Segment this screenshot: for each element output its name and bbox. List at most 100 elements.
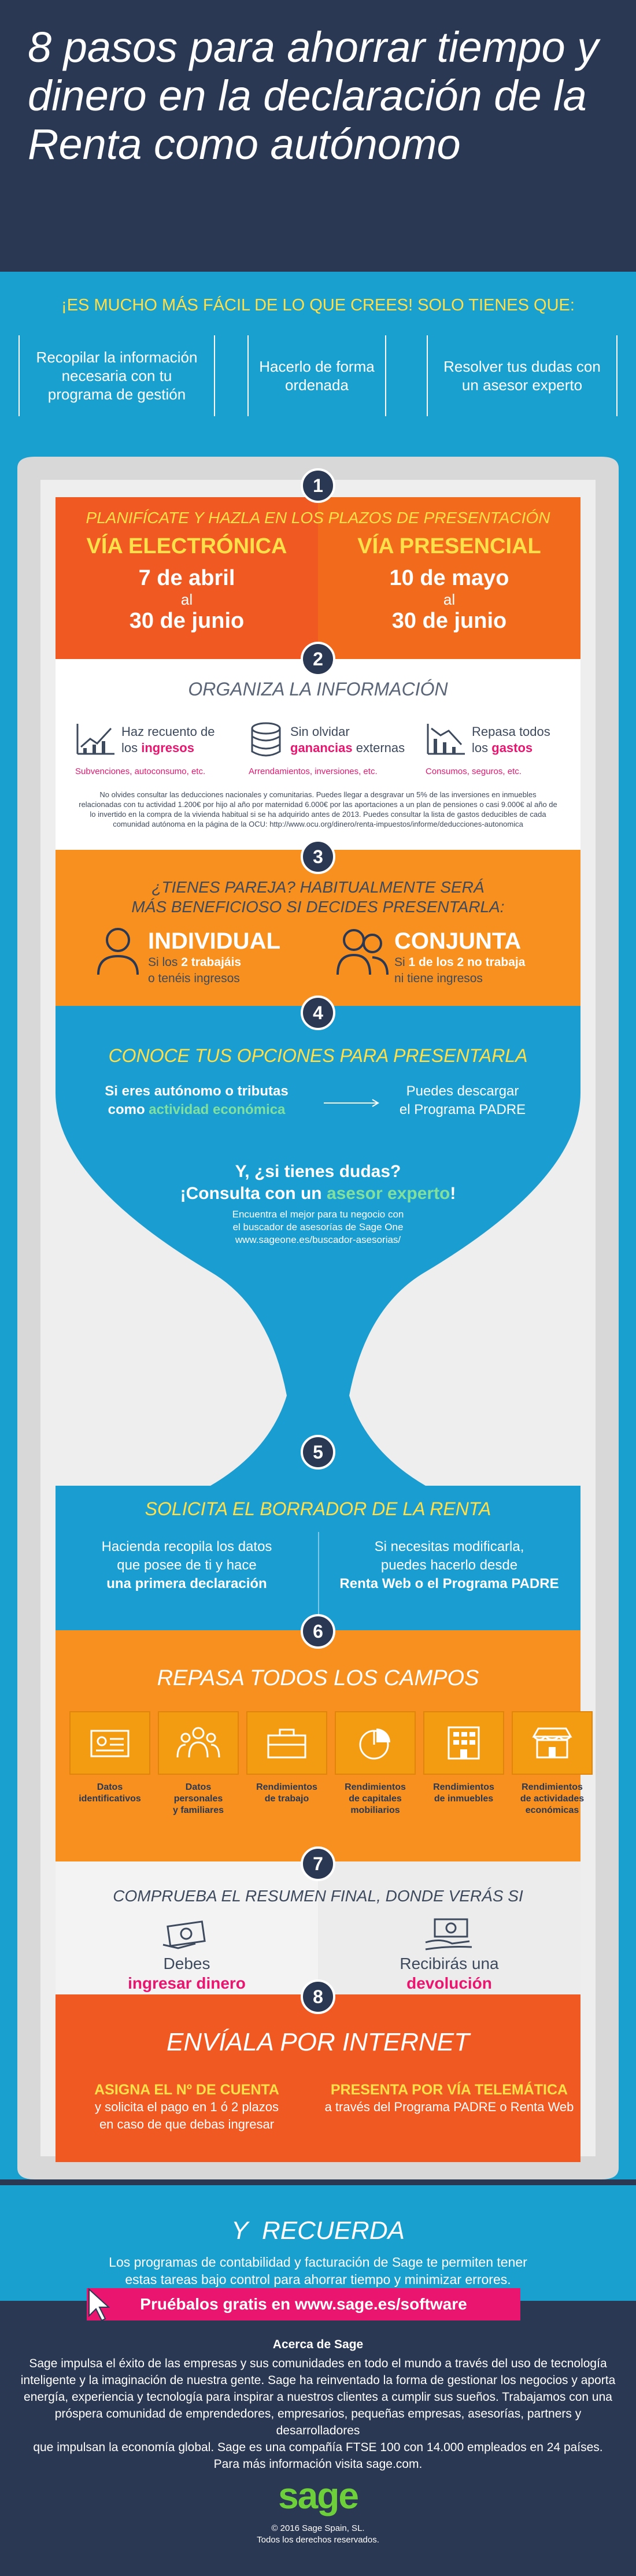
step3-right-l1a: Si [394,956,405,969]
step3-left-title: INDIVIDUAL [148,928,280,954]
cta-label: Pruébalos gratis en www.sage.es/software [140,2295,467,2313]
step1-right-al: al [443,591,456,608]
step2-badge: 2 [301,642,335,676]
step1-right-from: 10 de mayo [389,566,509,590]
step4-right: Puedes descargar el Programa PADRE [393,1082,532,1119]
family-icon [176,1727,220,1758]
intro-box-ordenada: Hacerlo de forma ordenada [247,335,386,416]
step3-heading-line1: ¿TIENES PAREJA? HABITUALMENTE SERÁ [151,878,485,896]
step6-field-label-line: de trabajo [264,1794,309,1804]
remember-t2: estas tareas bajo control para ahorrar t… [125,2272,511,2287]
step5-heading: SOLICITA EL BORRADOR DE LA RENTA [145,1498,491,1519]
pie-chart-icon [359,1729,390,1760]
step8-heading: ENVÍALA POR INTERNET [166,2028,470,2056]
step6-field-label-line: Rendimientos [522,1782,583,1792]
step4-finder: Encuentra el mejor para tu negocio con e… [56,1208,580,1246]
person-icon [97,928,139,975]
step3-left-l1a: Si los [148,956,178,969]
step1-left-from: 7 de abril [138,566,235,590]
footer: Acerca de Sage Sage impulsa el éxito de … [0,2301,636,2576]
remember-section: Y RECUERDA Los programas de contabilidad… [0,2185,636,2301]
step3-left-l2: o tenéis ingresos [148,972,240,985]
step7-heading: COMPRUEBA EL RESUMEN FINAL, DONDE VERÁS … [113,1887,523,1905]
step2-item2-line1: Sin olvidar [290,724,350,739]
step2-item3-sub: Consumos, seguros, etc. [426,767,522,776]
step3-section: ¿TIENES PAREJA? HABITUALMENTE SERÁ MÁS B… [56,850,580,1006]
step8-badge: 8 [301,1979,335,2014]
step7-r2: devolución [406,1974,492,1992]
step2-item1-sub: Subvenciones, autoconsumo, etc. [75,767,206,776]
step4-q2b: asesor experto [326,1184,450,1203]
step3-left-l1b: 2 trabajáis [181,956,242,969]
step8-right: PRESENTA POR VÍA TELEMÁTICA a través del… [318,2081,580,2116]
step8-l3: en caso de que debas ingresar [99,2117,275,2131]
header: 8 pasos para ahorrar tiempo y dinero en … [0,0,636,272]
step4-f1: Encuentra el mejor para tu negocio con [232,1209,404,1220]
step5-section: SOLICITA EL BORRADOR DE LA RENTA Haciend… [56,1486,580,1630]
step4-right-r1: Puedes descargar [406,1083,519,1099]
step6-field-label-line: Rendimientos [345,1782,406,1792]
footer-about-title: Acerca de Sage [272,2338,364,2351]
remember-t1: Los programas de contabilidad y facturac… [109,2255,527,2270]
chart-up-icon [76,724,114,755]
step6-field-label-line: económicas [525,1805,579,1815]
step3-heading: ¿TIENES PAREJA? HABITUALMENTE SERÁ MÁS B… [56,878,580,917]
step2-item3-line2: los [472,741,489,755]
step4-left-l1: Si eres autónomo o tributas [105,1083,289,1099]
step5-divider [318,1532,319,1619]
intro-box-recopilar: Recopilar la información necesaria con t… [19,335,215,416]
step7-section: COMPRUEBA EL RESUMEN FINAL, DONDE VERÁS … [56,1861,580,1994]
step4-badge: 4 [301,995,335,1030]
step6-icon-box [246,1711,327,1775]
step2-item2-sub: Arrendamientos, inversiones, etc. [249,767,378,776]
step3-right-l2: ni tiene ingresos [394,972,483,985]
step1-heading: PLANIFÍCATE Y HAZLA EN LOS PLAZOS DE PRE… [86,509,550,527]
step2-item1-line2: los [121,741,138,755]
id-card-icon [90,1730,130,1757]
step4-shape [56,1006,580,1428]
step2-item2-line2: externas [356,741,405,755]
page-title: 8 pasos para ahorrar tiempo y dinero en … [28,23,599,168]
step3-right-l1b: 1 de los 2 no trabaja [408,956,526,969]
step1-right-to: 30 de junio [391,609,507,633]
step4-q2a: ¡Consulta con un [180,1184,322,1203]
step3-right-title: CONJUNTA [394,928,522,954]
step5-left: Hacienda recopila los datos que posee de… [56,1538,318,1593]
step4-f2: el buscador de asesorías de Sage One [232,1222,404,1233]
money-out-icon [162,1920,206,1949]
step6-field-label-line: Rendimientos [433,1782,494,1792]
step6-field-label-line: mobiliarios [350,1805,400,1815]
step8-section: ENVÍALA POR INTERNET ASIGNA EL Nº DE CUE… [56,1994,580,2162]
step1-right: VÍA PRESENCIAL 10 de mayo al 30 de junio [318,534,580,634]
step3-heading-line2: MÁS BENEFICIOSO SI DECIDES PRESENTARLA: [131,898,505,916]
cta-button[interactable]: Pruébalos gratis en www.sage.es/software [87,2288,520,2320]
step6-icon-box [423,1711,504,1775]
footer-p3: energía, experiencia y tecnología para i… [24,2390,612,2404]
step8-r1: PRESENTA POR VÍA TELEMÁTICA [330,2082,568,2098]
step6-field-label-line: de capitales [349,1794,402,1804]
step7-l1: Debes [163,1955,210,1972]
step4-f3[interactable]: www.sageone.es/buscador-asesorias/ [235,1234,401,1245]
step6-field-label-line: de actividades [520,1794,585,1804]
money-in-icon [425,1918,472,1950]
step3-right: CONJUNTA Si 1 de los 2 no trabaja ni tie… [394,928,579,987]
step8-l1: ASIGNA EL Nº DE CUENTA [94,2082,279,2098]
step6-heading: REPASA TODOS LOS CAMPOS [157,1666,479,1690]
step2-item3-highlight: gastos [491,741,533,755]
shop-icon [532,1727,572,1759]
step6-field-label-line: personales [173,1794,223,1804]
intro-tagline: ¡ES MUCHO MÁS FÁCIL DE LO QUE CREES! SOL… [61,296,575,314]
footer-copyright: © 2016 Sage Spain, SL. Todos los derecho… [0,2523,636,2546]
step6-icon-box [69,1711,150,1775]
step1-section: PLANIFÍCATE Y HAZLA EN LOS PLAZOS DE PRE… [56,497,580,659]
footer-p1: Sage impulsa el éxito de las empresas y … [29,2357,607,2370]
intro-section: ¡ES MUCHO MÁS FÁCIL DE LO QUE CREES! SOL… [0,272,636,457]
step5-l1: Hacienda recopila los datos [101,1539,272,1555]
step5-r2: puedes hacerlo desde [380,1557,518,1573]
briefcase-icon [267,1729,306,1759]
footer-about-text: Sage impulsa el éxito de las empresas y … [12,2355,624,2473]
step1-right-title: VÍA PRESENCIAL [357,534,541,558]
footer-p6: Para más información visita sage.com. [213,2457,423,2471]
